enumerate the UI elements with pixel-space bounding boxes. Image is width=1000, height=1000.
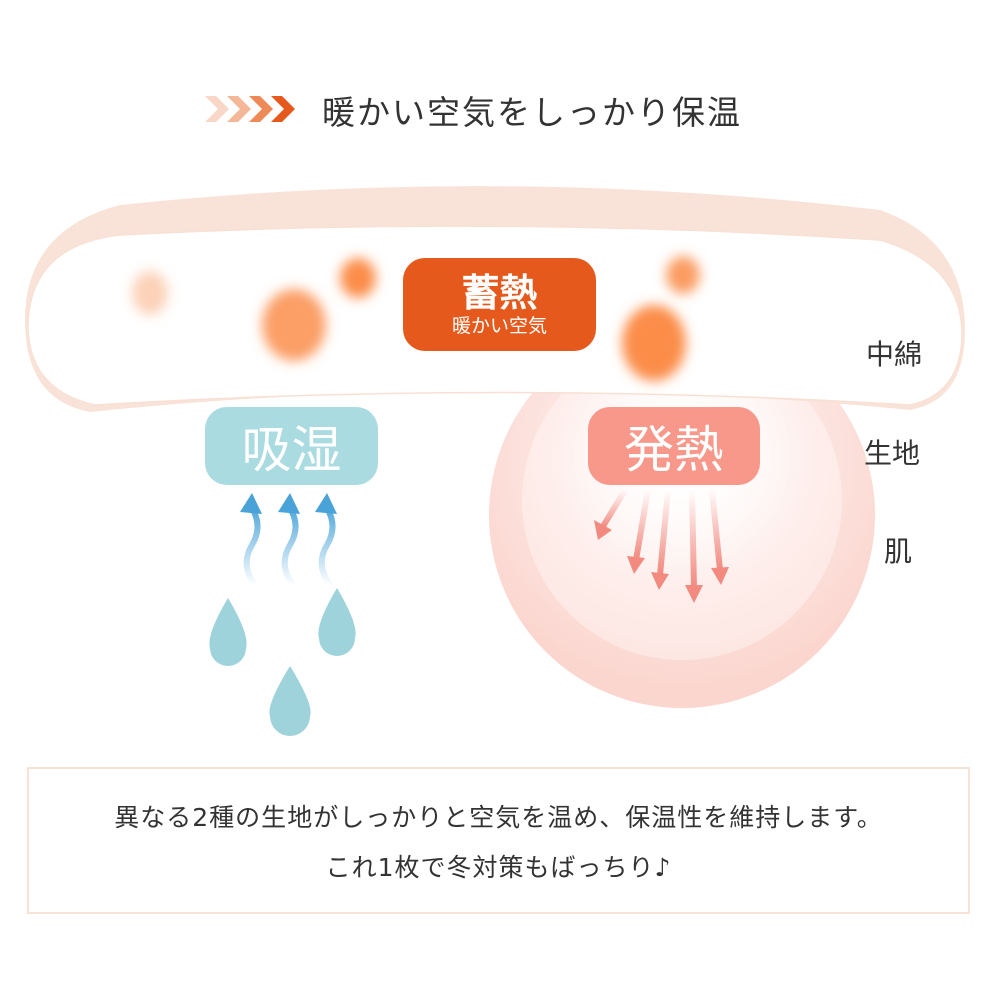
moisture-absorb-badge: 吸湿 [205,407,378,485]
caption-box: 異なる2種の生地がしっかりと空気を温め、保温性を維持します。 これ1枚で冬対策も… [27,767,970,914]
arrowheads-down [594,520,729,603]
moisture-arrows-icon [243,502,336,588]
layer-label-batting: 中綿 [866,338,923,371]
water-drop-icon [209,588,356,736]
heat-storage-badge: 蓄熱 暖かい空気 [403,258,596,351]
page-title: 暖かい空気をしっかり保温 [322,93,742,132]
heat-generate-badge: 発熱 [588,407,760,485]
caption-line-2: これ1枚で冬対策もばっちり♪ [325,852,672,882]
heat-storage-label: 蓄熱 [461,270,538,315]
layer-label-fabric: 生地 [864,437,921,470]
heat-arrows-icon [599,487,723,591]
layer-label-skin: 肌 [884,535,913,568]
skin-circle [489,322,875,708]
arrowheads-up [240,493,337,514]
caption-line-1: 異なる2種の生地がしっかりと空気を温め、保温性を維持します。 [114,802,883,832]
heat-spots [132,256,700,381]
chevrons-right-icon [205,96,295,122]
heat-storage-sublabel: 暖かい空気 [451,314,547,337]
